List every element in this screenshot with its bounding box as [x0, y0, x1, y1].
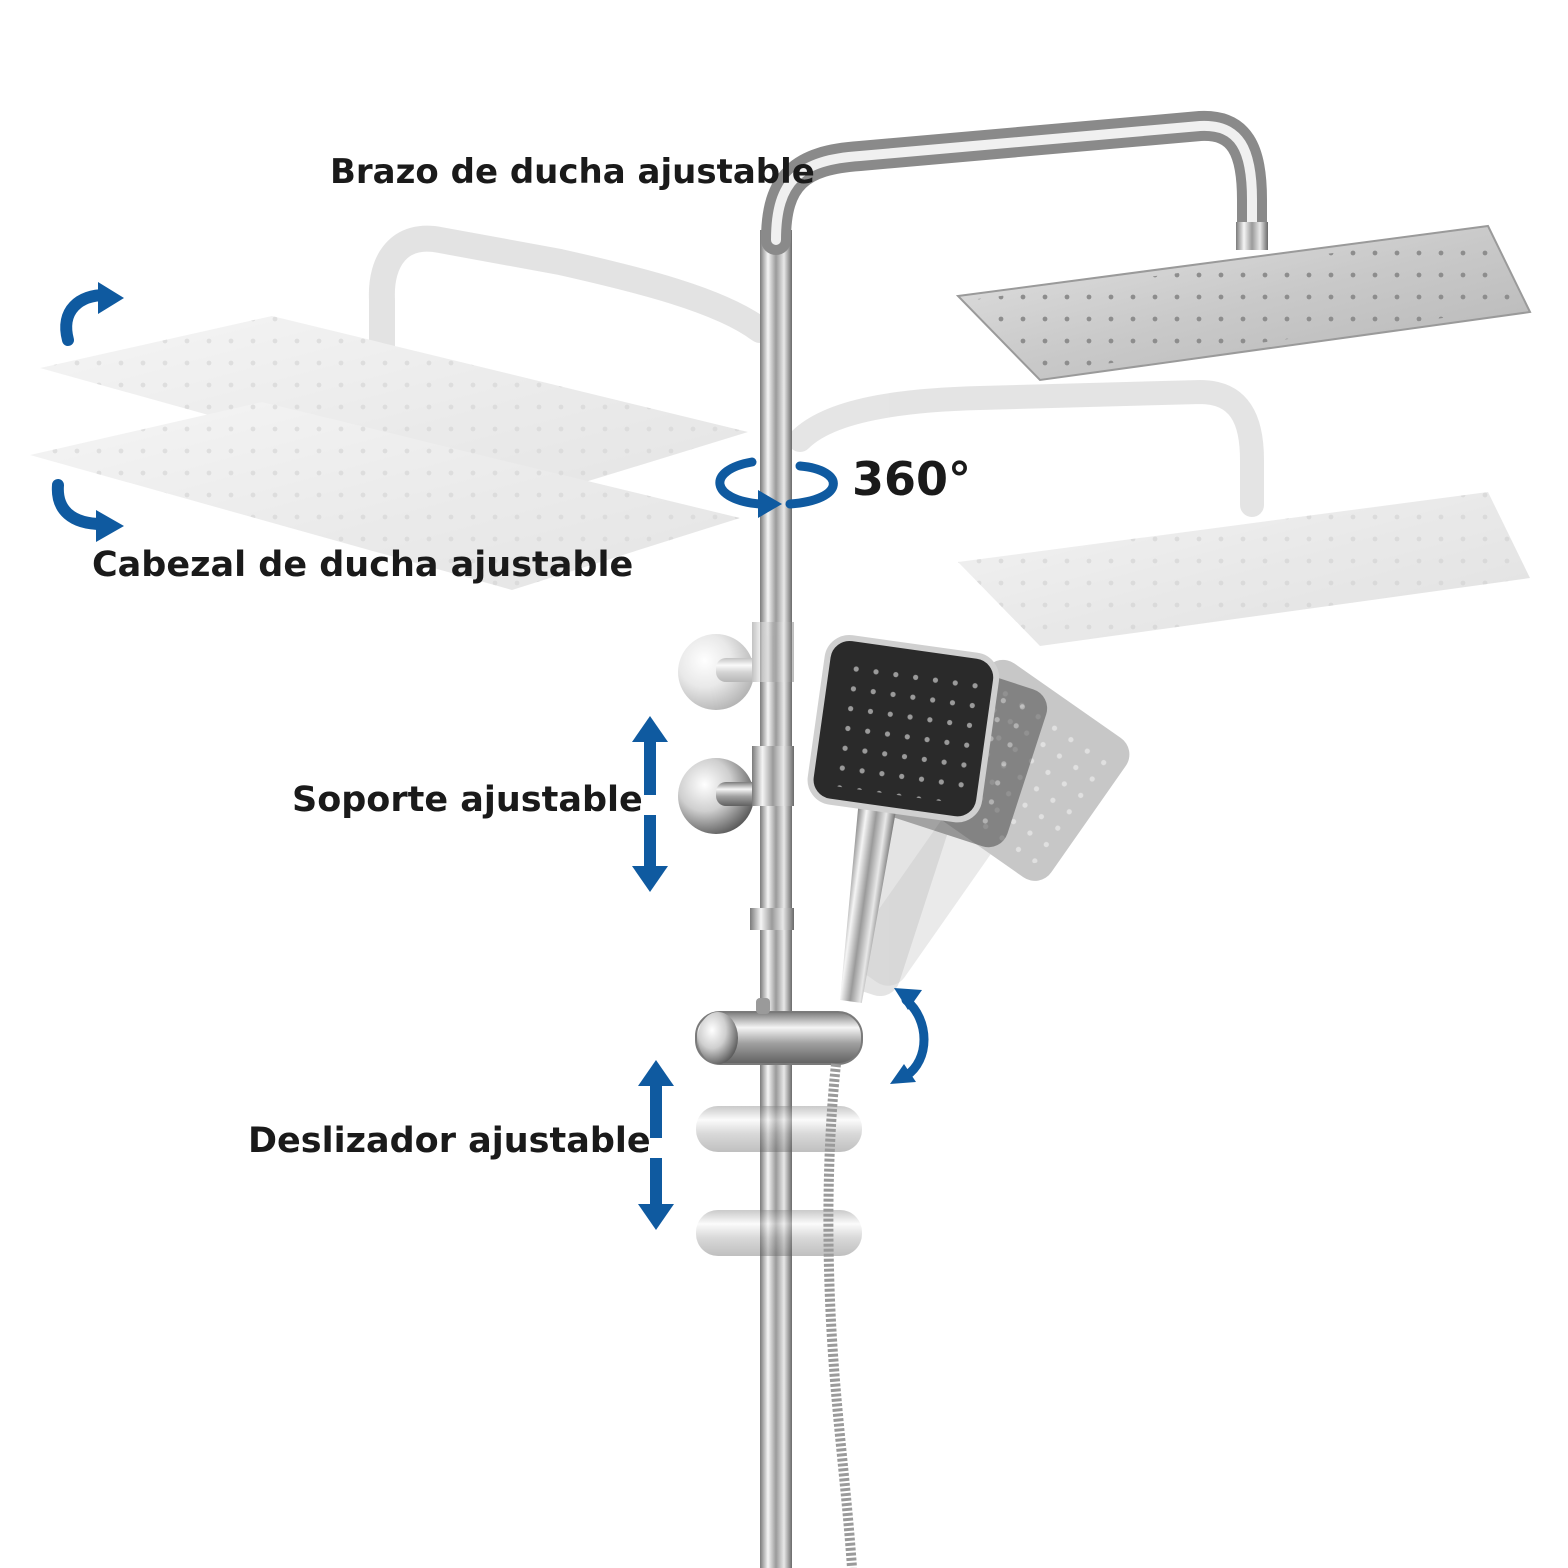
slider-bracket [695, 998, 863, 1065]
label-adjustable-slider: Deslizador ajustable [248, 1121, 651, 1161]
vertical-double-arrow-icon [632, 716, 668, 892]
hand-shower [807, 635, 1000, 1004]
slider-ghost-1 [696, 1106, 862, 1152]
rain-shower-head [955, 224, 1532, 382]
label-adjustable-head: Cabezal de ducha ajustable [92, 545, 634, 585]
ghost-shower-head-left [30, 225, 773, 590]
vertical-double-arrow-icon [638, 1060, 674, 1230]
tilt-arrow-icon [890, 988, 929, 1084]
wall-bracket [678, 746, 794, 834]
shower-arm [761, 110, 1268, 255]
riser-collar [750, 908, 794, 930]
label-adjustable-arm: Brazo de ducha ajustable [330, 152, 815, 192]
shower-hose [823, 1063, 857, 1568]
label-rotation: 360° [852, 452, 972, 506]
slider-ghost-2 [696, 1210, 862, 1256]
wall-bracket-ghost [678, 622, 794, 710]
riser-pipe [760, 230, 792, 1568]
rotate-down-arrow-icon [51, 479, 124, 542]
ghost-shower-head-right [788, 379, 1530, 646]
rotate-up-arrow-icon [60, 282, 124, 346]
rotation-360-arrow-icon [715, 457, 838, 518]
label-adjustable-bracket: Soporte ajustable [292, 780, 643, 820]
